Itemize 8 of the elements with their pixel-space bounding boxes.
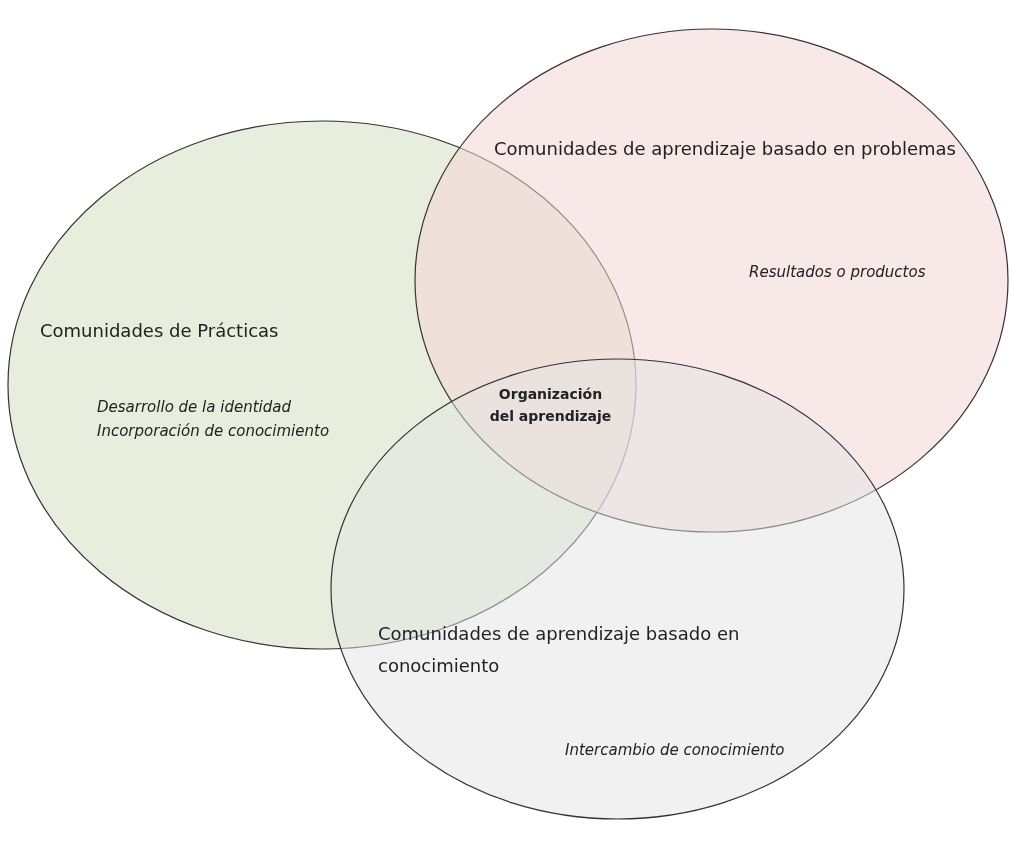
intersection-label: Organización del aprendizaje bbox=[488, 385, 613, 426]
set-description: Resultados o productos bbox=[749, 262, 927, 283]
set-description: Intercambio de conocimiento bbox=[565, 740, 785, 761]
set-description: Incorporación de conocimiento bbox=[97, 421, 331, 442]
set-heading: Comunidades de aprendizaje basado en problemas bbox=[494, 137, 957, 161]
set-description: Desarrollo de la identidad bbox=[97, 397, 292, 418]
set-heading: Comunidades de aprendizaje basado en conocimiento bbox=[378, 622, 741, 678]
set-heading: Comunidades de Prácticas bbox=[40, 319, 280, 343]
